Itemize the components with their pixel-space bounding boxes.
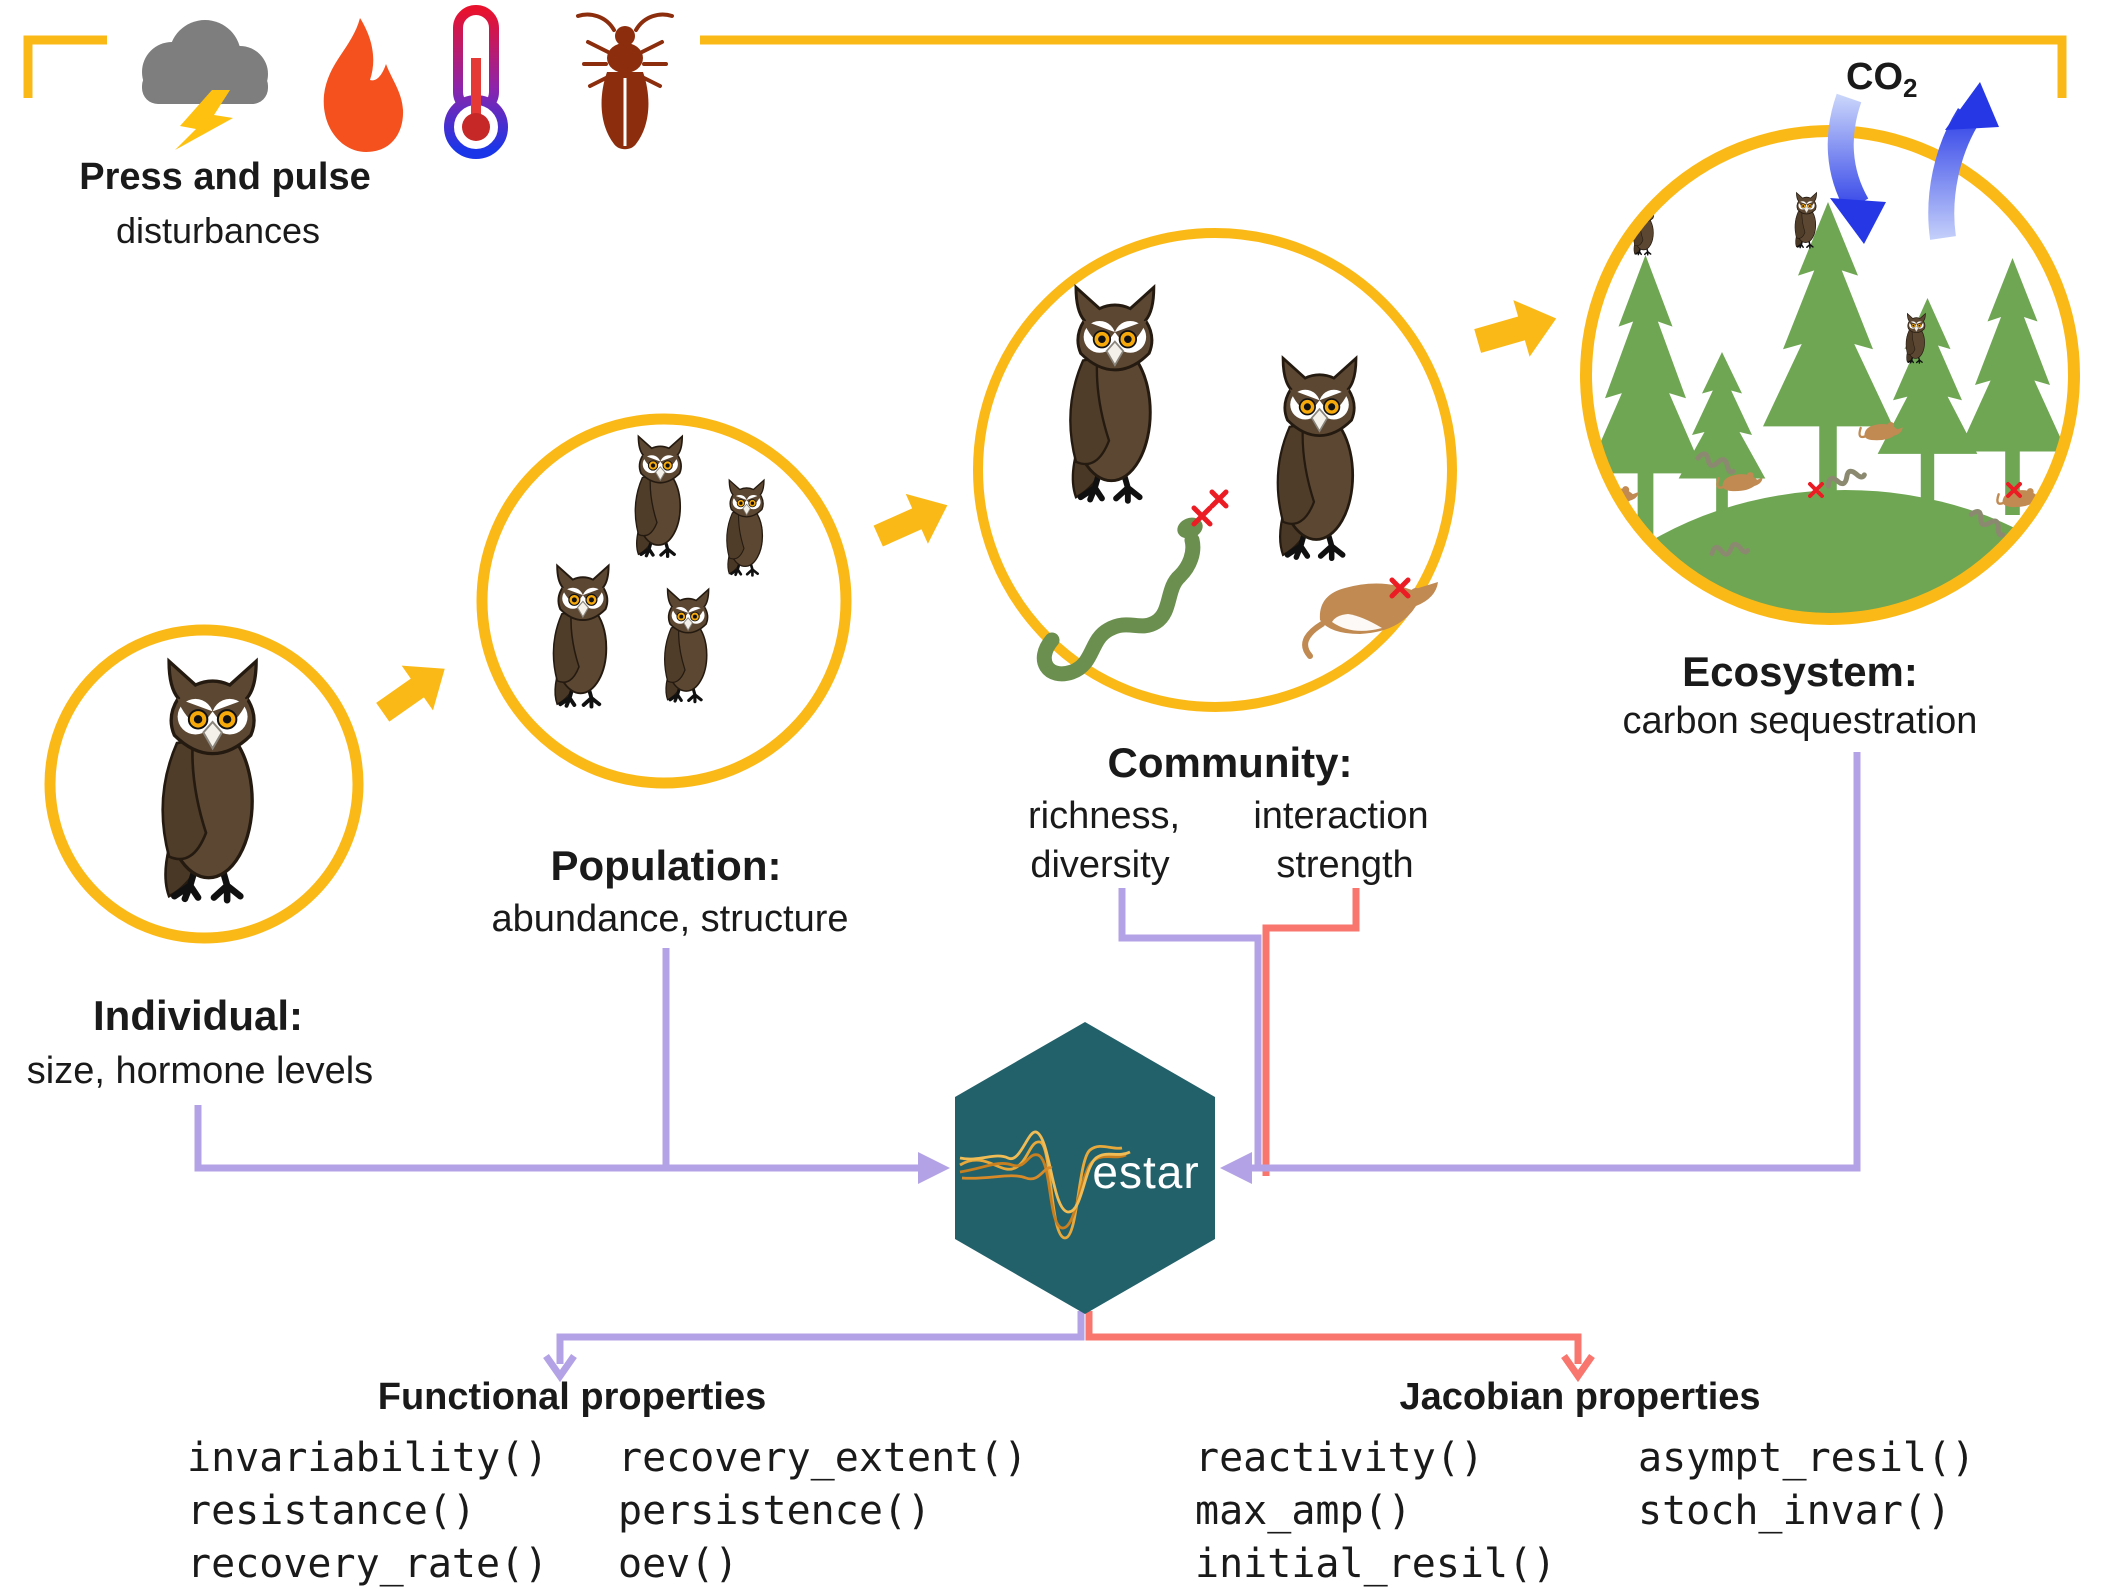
estar-hexagon bbox=[955, 1022, 1215, 1314]
thermometer-icon bbox=[444, 5, 508, 159]
line-diversity-to-estar bbox=[1118, 888, 1262, 1168]
arrow-population-to-community bbox=[867, 480, 959, 561]
co2-flux-arrows bbox=[1827, 82, 1999, 244]
function-name: asympt_resil() bbox=[1638, 1435, 1976, 1481]
function-name: stoch_invar() bbox=[1638, 1488, 1952, 1534]
function-name: persistence() bbox=[618, 1488, 932, 1534]
individual-title: Individual: bbox=[93, 991, 303, 1039]
functional-functions-col2: recovery_extent() persistence() oev() bbox=[618, 1432, 1027, 1589]
estar-waves bbox=[959, 1130, 1131, 1240]
estar-logo-text: estar bbox=[1092, 1146, 1200, 1198]
connector-lines bbox=[194, 752, 1861, 1364]
ecosystem-x-marks bbox=[1808, 482, 2022, 498]
line-individual-to-estar bbox=[194, 1105, 940, 1172]
arrowhead-jacobian bbox=[1561, 1353, 1595, 1383]
arrowhead-into-estar-left bbox=[918, 1152, 950, 1184]
line-strength-to-estar bbox=[1262, 888, 1360, 1176]
arrowhead-into-estar-right bbox=[1220, 1152, 1252, 1184]
function-name: max_amp() bbox=[1195, 1488, 1412, 1534]
co2-down-arrow bbox=[1827, 93, 1886, 244]
function-name: recovery_rate() bbox=[187, 1541, 549, 1587]
line-estar-to-jacobian bbox=[1085, 1311, 1582, 1364]
forest-hill bbox=[1586, 490, 2074, 619]
co2-up-arrow bbox=[1928, 82, 1999, 240]
disturbance-bracket bbox=[23, 35, 2067, 98]
storm-cloud-lightning-icon bbox=[142, 20, 268, 150]
population-title: Population: bbox=[550, 841, 782, 889]
press-pulse-subtitle: disturbances bbox=[115, 210, 321, 252]
line-ecosystem-to-estar bbox=[1230, 752, 1861, 1172]
arrow-individual-to-population bbox=[367, 646, 461, 735]
function-name: recovery_extent() bbox=[618, 1435, 1028, 1481]
community-metric-interaction: interaction bbox=[1253, 795, 1429, 838]
community-metric-strength: strength bbox=[1276, 844, 1414, 887]
individual-circle bbox=[44, 624, 364, 944]
bark-beetle-icon bbox=[576, 12, 674, 150]
ecosystem-subtitle: carbon sequestration bbox=[1622, 700, 1978, 743]
co2-label: CO2 bbox=[1846, 56, 1918, 103]
function-name: oev() bbox=[618, 1541, 739, 1587]
function-name: reactivity() bbox=[1195, 1435, 1484, 1481]
arrowhead-functional bbox=[543, 1353, 577, 1383]
population-subtitle: abundance, structure bbox=[491, 898, 849, 941]
functional-functions-col1: invariability() resistance() recovery_ra… bbox=[187, 1432, 548, 1589]
individual-subtitle: size, hormone levels bbox=[26, 1050, 374, 1093]
functional-properties-title: Functional properties bbox=[377, 1376, 767, 1419]
jacobian-properties-title: Jacobian properties bbox=[1399, 1376, 1761, 1419]
function-name: resistance() bbox=[187, 1488, 476, 1534]
arrowheads bbox=[543, 1152, 1595, 1383]
press-pulse-title: Press and pulse bbox=[79, 156, 371, 199]
jacobian-functions-col2: asympt_resil() stoch_invar() bbox=[1638, 1432, 1975, 1538]
community-metric-diversity: diversity bbox=[1030, 844, 1170, 887]
community-title: Community: bbox=[1107, 738, 1353, 786]
population-circle bbox=[476, 413, 852, 789]
community-metric-richness: richness, bbox=[1027, 795, 1181, 838]
jacobian-functions-col1: reactivity() max_amp() initial_resil() bbox=[1195, 1432, 1556, 1589]
function-name: initial_resil() bbox=[1195, 1541, 1557, 1587]
ecosystem-title: Ecosystem: bbox=[1682, 647, 1918, 695]
predation-x-marks bbox=[1191, 489, 1411, 599]
line-estar-to-functional bbox=[556, 1311, 1085, 1364]
fire-icon bbox=[323, 18, 404, 152]
function-name: invariability() bbox=[187, 1435, 549, 1481]
ecosystem-circle bbox=[1580, 125, 2080, 625]
arrow-community-to-ecosystem bbox=[1469, 290, 1565, 370]
community-circle bbox=[973, 228, 1457, 712]
